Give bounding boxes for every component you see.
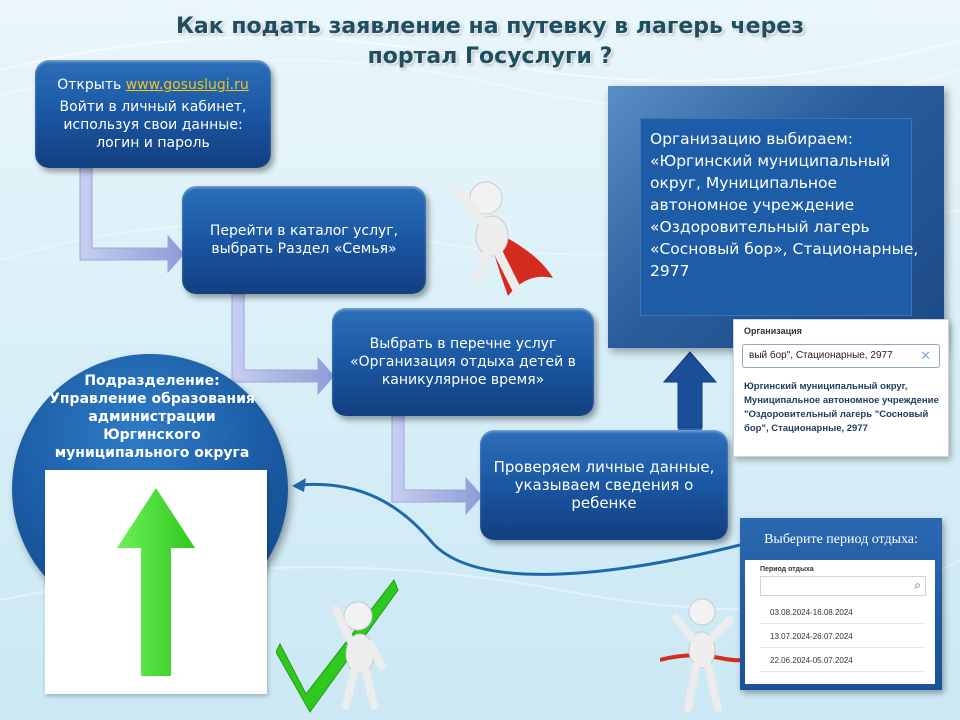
step-1-text: Войти в личный кабинет, используя свои д… xyxy=(59,99,247,151)
step-login: Открыть www.gosuslugi.ru Войти в личный … xyxy=(35,60,271,168)
period-option[interactable]: 03.08.2024-16.08.2024 xyxy=(760,602,926,624)
organization-frame xyxy=(608,86,944,348)
period-box: Период отдыха ⌕ 03.08.2024-16.08.2024 13… xyxy=(745,560,935,684)
green-up-arrow-icon xyxy=(117,488,195,676)
finish-figure xyxy=(660,598,750,712)
arrow-card xyxy=(45,470,267,694)
organization-label: Организация xyxy=(744,326,802,336)
period-panel: Выберите период отдыха: Период отдыха ⌕ … xyxy=(740,518,942,690)
up-arrow xyxy=(662,351,718,436)
page-title: Как подать заявление на путевку в лагерь… xyxy=(120,12,860,72)
step-3-text: Выбрать в перечне услуг «Организация отд… xyxy=(350,336,576,388)
title-line-2: портал Госуслуги ? xyxy=(367,44,613,69)
organization-result[interactable]: Юргинский муниципальный округ, Муниципал… xyxy=(744,381,939,434)
period-option[interactable]: 13.07.2024-26.07.2024 xyxy=(760,626,926,648)
step-service: Выбрать в перечне услуг «Организация отд… xyxy=(332,308,594,416)
step-2-text: Перейти в каталог услуг, выбрать Раздел … xyxy=(209,223,399,257)
connector-arrow-3 xyxy=(391,415,483,516)
organization-popup: Организация вый бор", Стационарные, 2977… xyxy=(733,319,949,457)
connector-arrow-1 xyxy=(79,167,185,274)
subdivision-text: Подразделение: Управление образования ад… xyxy=(49,373,255,461)
organization-field-value: вый бор", Стационарные, 2977 xyxy=(749,350,893,361)
step-4-text: Проверяем личные данные, указываем сведе… xyxy=(493,458,715,512)
period-option[interactable]: 22.06.2024-05.07.2024 xyxy=(760,650,926,672)
superhero-figure xyxy=(455,181,553,296)
organization-info: Организацию выбираем: «Юргинский муницип… xyxy=(650,130,919,280)
gosuslugi-link[interactable]: www.gosuslugi.ru xyxy=(125,77,249,93)
period-title: Выберите период отдыха: xyxy=(764,532,918,547)
organization-search-field[interactable]: вый бор", Стационарные, 2977 ✕ xyxy=(742,344,940,368)
step-1-prefix: Открыть xyxy=(57,77,126,93)
step-check-data: Проверяем личные данные, указываем сведе… xyxy=(480,430,728,540)
period-search-input[interactable]: ⌕ xyxy=(760,576,926,596)
search-icon: ⌕ xyxy=(914,578,921,592)
connector-arrow-2 xyxy=(231,293,335,396)
step-catalog: Перейти в каталог услуг, выбрать Раздел … xyxy=(182,186,426,294)
checkmark-figure xyxy=(276,579,399,713)
title-line-1: Как подать заявление на путевку в лагерь… xyxy=(175,14,805,39)
curved-arrow xyxy=(292,478,741,576)
period-label: Период отдыха xyxy=(760,566,814,573)
close-icon[interactable]: ✕ xyxy=(920,348,931,363)
